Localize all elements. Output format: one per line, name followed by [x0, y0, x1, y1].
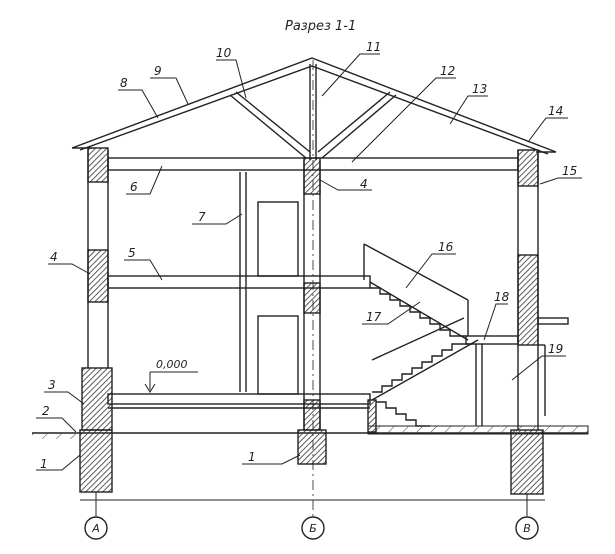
leader-4-left	[48, 263, 91, 275]
roof-slope-outer	[71, 57, 557, 153]
callout-13: 13	[472, 82, 487, 96]
leader-8	[118, 89, 159, 119]
axis-bubble-b	[301, 516, 325, 540]
callout-11: 11	[366, 40, 381, 54]
truss-strut-right-2	[317, 91, 391, 153]
leader-10	[216, 59, 247, 99]
foundation-left	[79, 429, 113, 493]
leader-2	[36, 417, 77, 433]
callout-1-mid: 1	[248, 450, 256, 464]
callout-17: 17	[366, 310, 382, 324]
callout-16: 16	[438, 240, 454, 254]
right-wall-block-mid	[517, 254, 539, 346]
callout-18: 18	[494, 290, 510, 304]
callout-19: 19	[548, 342, 563, 356]
leader-7	[192, 213, 243, 225]
leader-9	[150, 77, 189, 105]
callout-2: 2	[42, 404, 50, 418]
ground-floor-slab	[107, 393, 371, 405]
door-upper	[257, 201, 299, 277]
stair-bottom-flight	[376, 401, 430, 427]
leader-14	[527, 117, 568, 143]
stair-base	[367, 399, 377, 433]
stair-lower-flight	[372, 343, 472, 393]
leader-16	[405, 253, 456, 289]
ground-hatch-right	[367, 425, 589, 435]
leader-1-mid	[242, 454, 301, 465]
callout-4-left: 4	[50, 250, 58, 264]
stair-upper-flight	[370, 287, 466, 337]
truss-strut-right	[321, 94, 397, 159]
section-title: Разрез 1-1	[285, 19, 356, 34]
level-mark-arrow	[144, 383, 156, 393]
leader-5	[124, 259, 163, 281]
ground-hatch-left	[32, 433, 82, 439]
leader-15	[539, 177, 582, 185]
leader-3	[44, 391, 85, 405]
level-mark-value: 0,000	[156, 358, 188, 371]
stair-landing	[465, 335, 519, 345]
callout-7: 7	[198, 210, 206, 224]
stair-upper-stringer	[369, 281, 469, 341]
leader-6	[126, 165, 163, 195]
callout-3: 3	[48, 378, 56, 392]
stair-railing	[363, 243, 469, 301]
callout-1-left: 1	[40, 457, 48, 471]
foundation-middle	[297, 429, 327, 465]
balcony-slab	[537, 317, 569, 325]
axis-label-v: В	[523, 522, 531, 535]
first-floor-slab	[107, 275, 371, 289]
plinth-left	[81, 367, 113, 431]
truss-strut-left-2	[235, 91, 311, 153]
callout-5: 5	[128, 246, 136, 260]
leader-11	[321, 53, 380, 97]
middle-wall-block-top	[303, 157, 321, 195]
leader-17	[362, 301, 421, 325]
stair-lower-stringer	[371, 339, 479, 401]
axis-label-b: Б	[309, 522, 317, 535]
leader-19	[511, 355, 566, 381]
callout-10: 10	[216, 46, 232, 60]
middle-wall-block-mid	[303, 282, 321, 314]
foundation-right	[510, 429, 544, 495]
roof-slope-inner	[79, 65, 549, 155]
truss-strut-left	[229, 94, 307, 159]
callout-12: 12	[440, 64, 455, 78]
leader-13	[449, 95, 488, 125]
leader-12	[351, 77, 456, 163]
axis-bubble-v	[515, 516, 539, 540]
door-lower	[257, 315, 299, 395]
right-wall-block-top	[517, 149, 539, 187]
leader-18	[483, 303, 508, 341]
axis-label-a: А	[91, 522, 100, 535]
callout-6: 6	[130, 180, 138, 194]
axis-bubble-a	[84, 516, 108, 540]
leader-4-mid	[319, 179, 372, 191]
callout-15: 15	[562, 164, 577, 178]
callout-8: 8	[120, 76, 128, 90]
left-wall-block-top	[87, 147, 109, 183]
callout-14: 14	[548, 104, 563, 118]
callout-9: 9	[154, 64, 162, 78]
callout-4-mid: 4	[360, 177, 368, 191]
leader-1-left	[36, 454, 81, 471]
stair-railing-lower	[371, 317, 465, 361]
left-wall-block-mid	[87, 249, 109, 303]
